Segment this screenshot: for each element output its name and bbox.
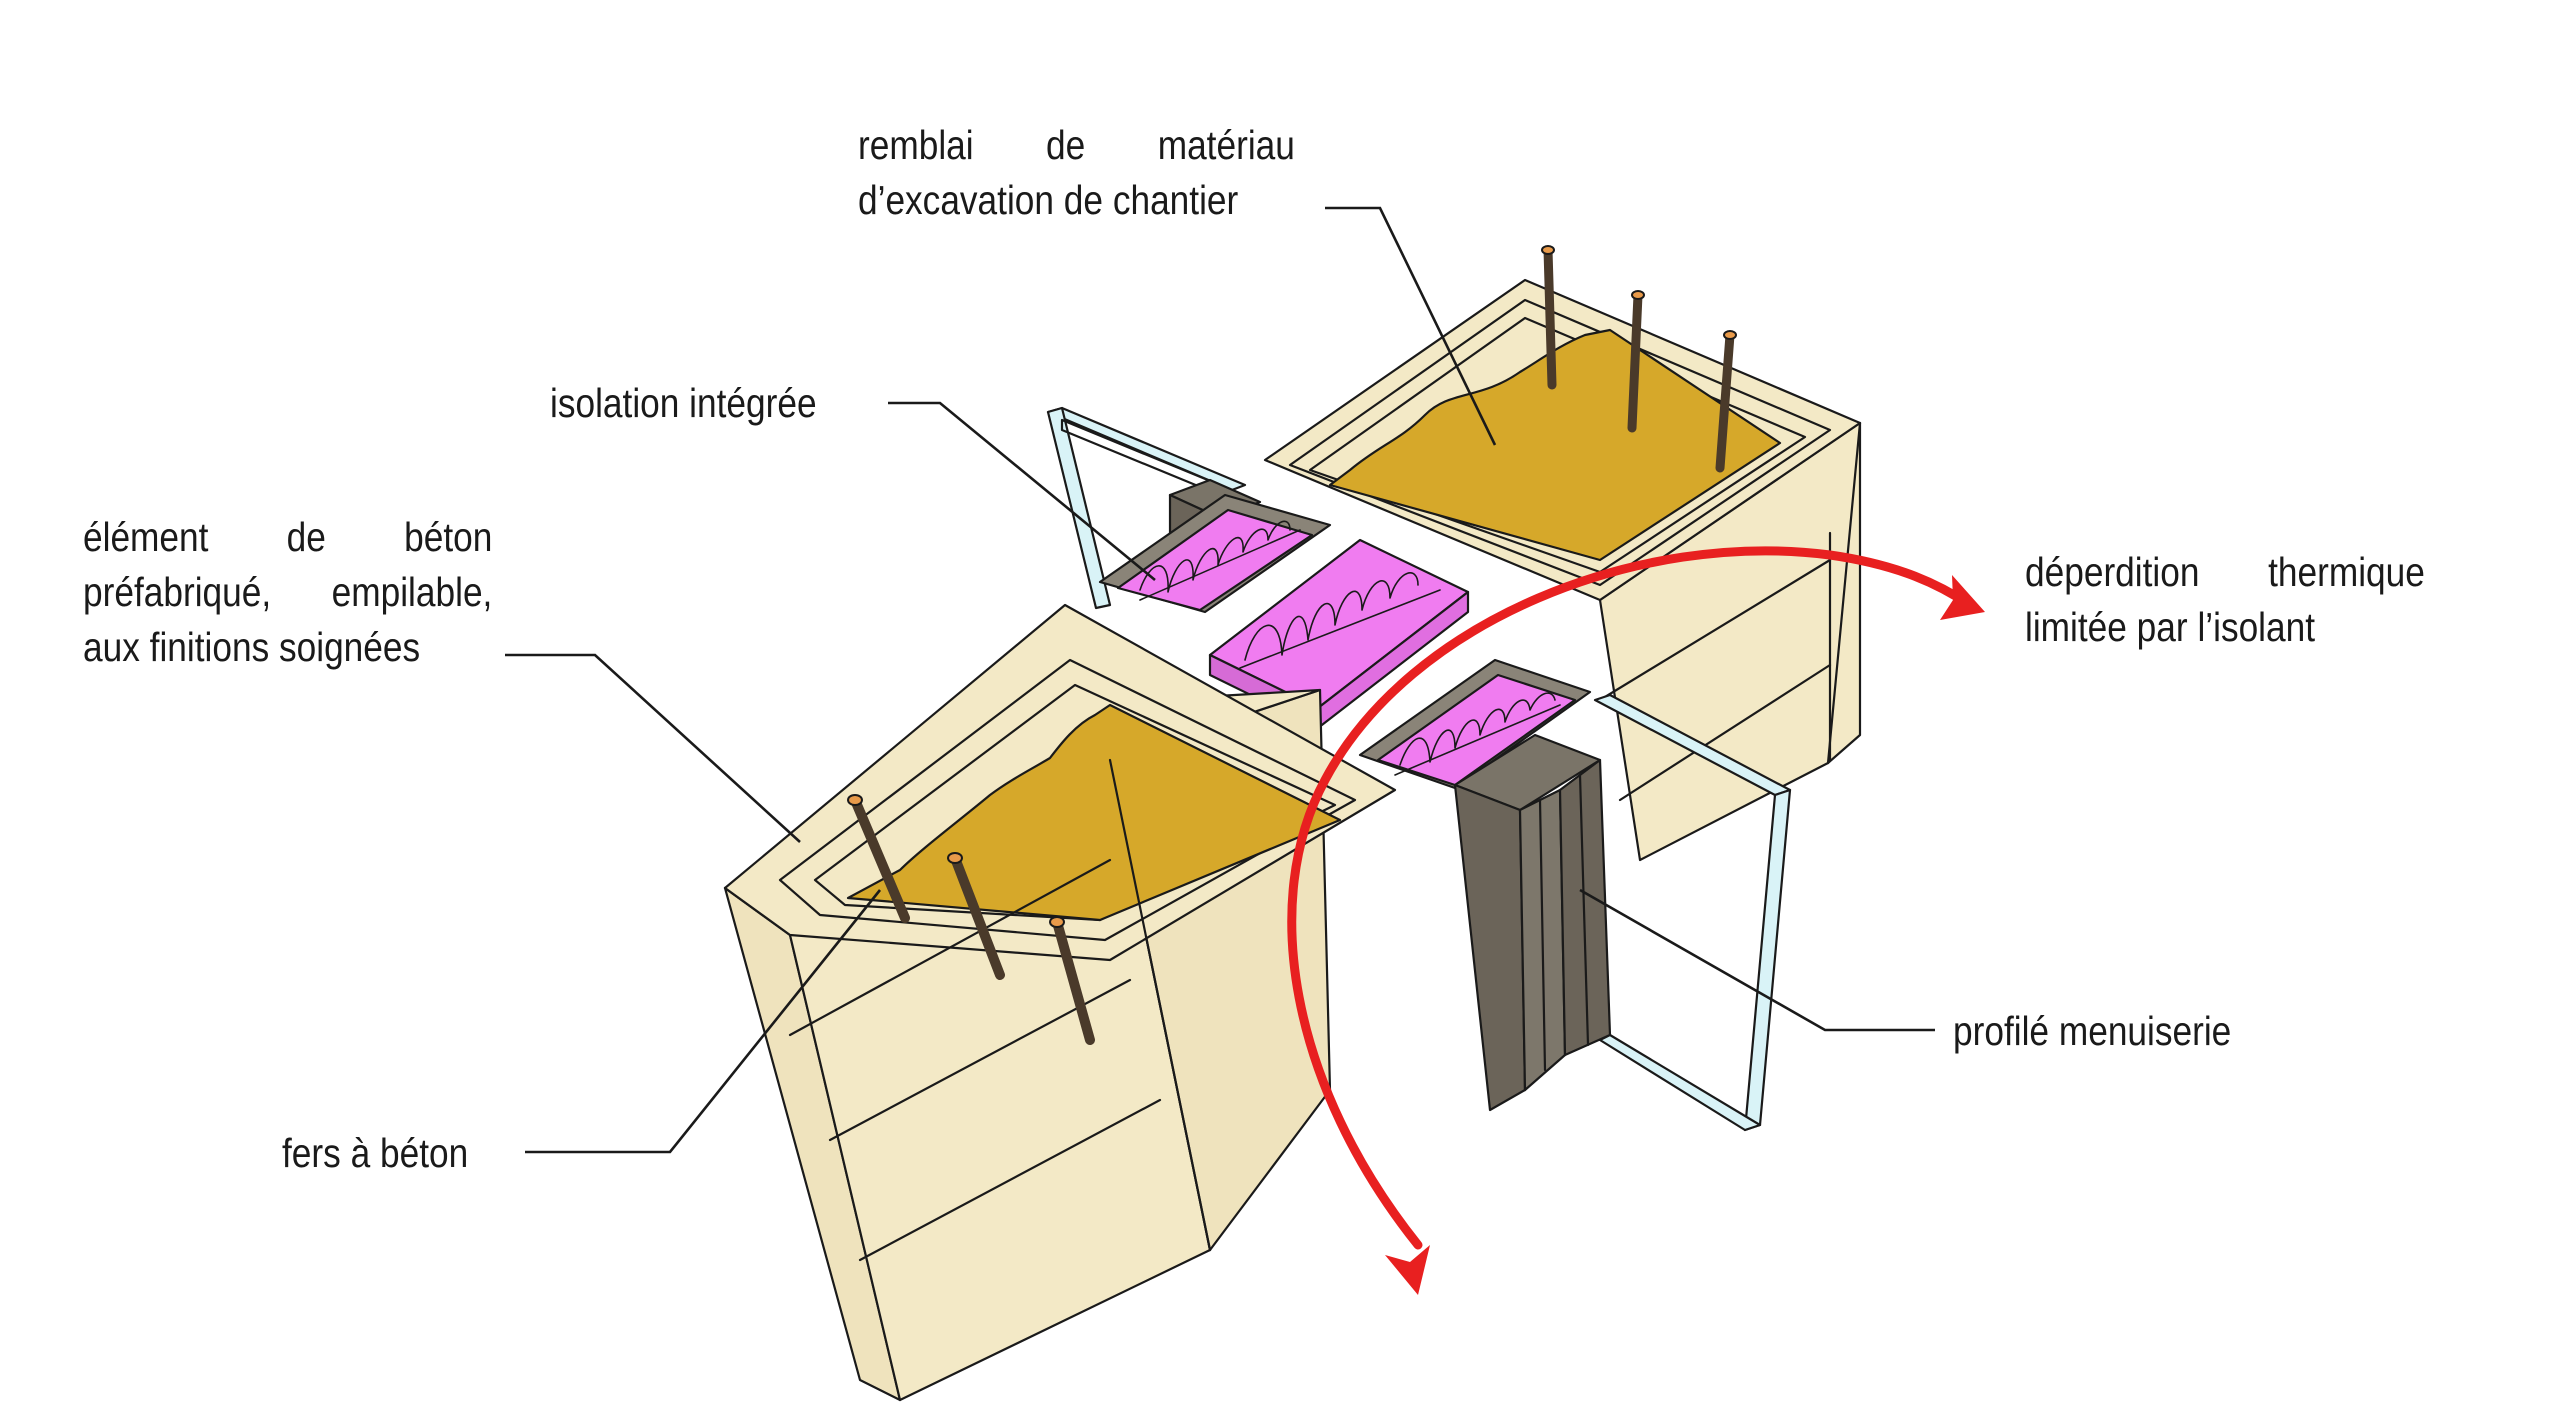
arrowhead-down [1385, 1245, 1430, 1295]
rebar [1627, 290, 1645, 433]
label-isolation: isolation intégrée [550, 380, 817, 426]
glass-pane-back [1046, 406, 1247, 610]
rebar [1541, 245, 1557, 390]
concrete-block-front [723, 603, 1397, 1402]
glass-pane-front [1593, 693, 1792, 1132]
rebar [1049, 916, 1095, 1045]
insulation-slot-back [1098, 493, 1332, 614]
leader-remblai [1325, 206, 1497, 446]
leader-element [505, 653, 801, 843]
leader-profile [1579, 888, 1935, 1032]
rebar [1715, 330, 1737, 473]
label-fers: fers à béton [282, 1130, 469, 1176]
arrowhead-right [1940, 575, 1985, 620]
label-element: élément de béton préfabriqué, empilable,… [83, 514, 493, 670]
label-deperdition: déperdition thermique limitée par l’isol… [2025, 549, 2425, 650]
window-profile-front [1453, 733, 1612, 1112]
concrete-block-back [1263, 278, 1862, 862]
heat-loss-arrow [1287, 546, 1985, 1295]
label-remblai: remblai de matériau d’excavation de chan… [858, 122, 1295, 223]
heat-loss-arrow-curve [1287, 546, 1975, 1250]
leader-isolation [888, 401, 1156, 582]
leader-fers [525, 889, 882, 1154]
rebar [847, 794, 910, 923]
label-profile: profilé menuiserie [1953, 1008, 2232, 1054]
leader-lines [505, 206, 1935, 1154]
rebars [847, 245, 1737, 1045]
insulation-slot-front [1358, 658, 1592, 790]
rebar [947, 852, 1005, 980]
